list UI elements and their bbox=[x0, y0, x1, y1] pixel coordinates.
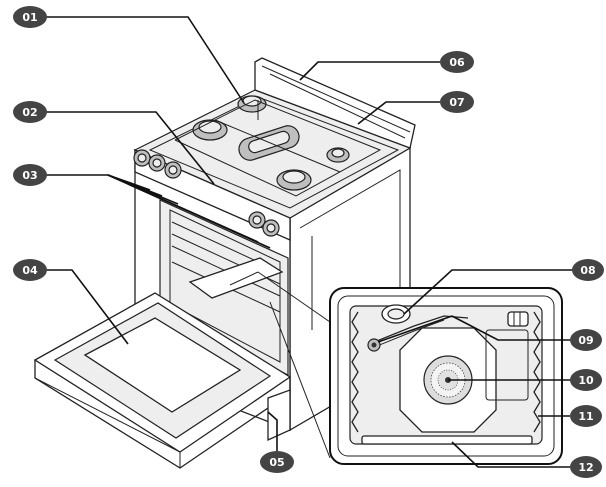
callout-04: 04 bbox=[13, 259, 47, 281]
svg-text:07: 07 bbox=[449, 96, 464, 109]
callout-08: 08 bbox=[572, 259, 604, 281]
storage-drawer bbox=[267, 389, 291, 442]
callout-11: 11 bbox=[570, 405, 602, 427]
rack-supports-left bbox=[351, 311, 359, 433]
callout-01: 01 bbox=[13, 6, 47, 28]
leader-lines bbox=[46, 16, 574, 468]
knobs bbox=[133, 149, 280, 237]
svg-text:11: 11 bbox=[578, 410, 593, 423]
burners bbox=[174, 95, 382, 197]
callout-12: 12 bbox=[570, 456, 602, 478]
cavity-floor bbox=[361, 435, 533, 445]
svg-text:04: 04 bbox=[22, 264, 38, 277]
svg-text:08: 08 bbox=[580, 264, 595, 277]
svg-text:05: 05 bbox=[269, 456, 284, 469]
svg-text:02: 02 bbox=[22, 106, 37, 119]
range-illustration bbox=[33, 57, 416, 469]
svg-text:10: 10 bbox=[578, 374, 594, 387]
callout-05: 05 bbox=[260, 451, 294, 473]
callout-07: 07 bbox=[440, 91, 474, 113]
svg-text:01: 01 bbox=[22, 11, 37, 24]
svg-text:03: 03 bbox=[22, 169, 37, 182]
oven-interior-inset bbox=[329, 287, 563, 465]
oven-racks bbox=[171, 221, 284, 313]
callout-badges: 01 02 03 04 05 06 07 08 09 10 11 12 bbox=[13, 6, 604, 478]
meat-probe-jack-icon bbox=[367, 338, 381, 352]
svg-text:06: 06 bbox=[449, 56, 465, 69]
rack-supports-right bbox=[533, 311, 541, 433]
oven-light-icon bbox=[381, 304, 411, 324]
callout-10: 10 bbox=[570, 369, 602, 391]
callout-02: 02 bbox=[13, 101, 47, 123]
callout-03: 03 bbox=[13, 164, 47, 186]
callout-09: 09 bbox=[570, 329, 602, 351]
zoom-connectors bbox=[229, 271, 331, 459]
svg-text:12: 12 bbox=[578, 461, 593, 474]
callout-06: 06 bbox=[440, 51, 474, 73]
svg-text:09: 09 bbox=[578, 334, 593, 347]
